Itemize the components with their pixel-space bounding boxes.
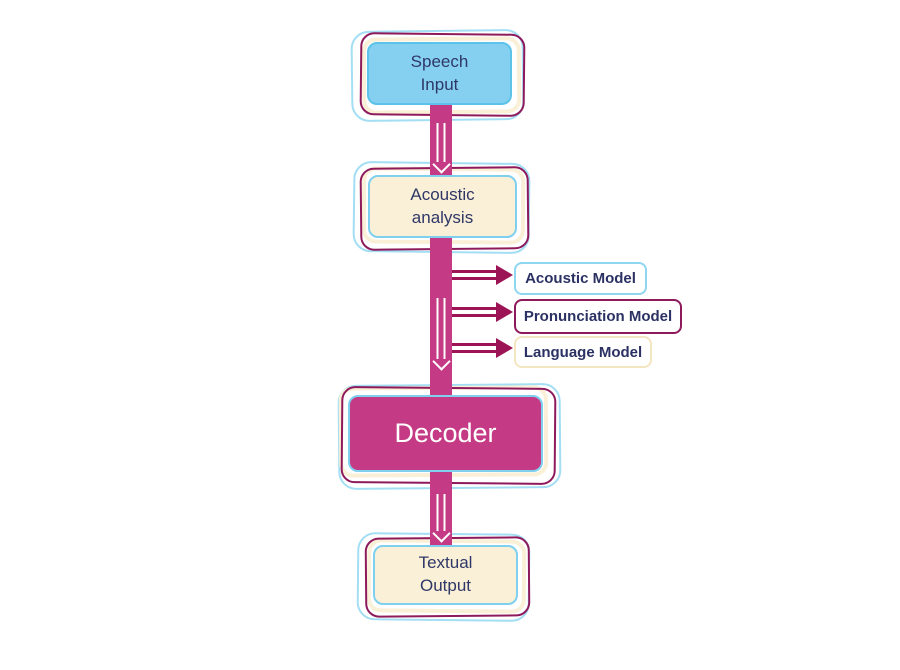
textual-output-box: Textual Output [373, 545, 518, 605]
right-arrow-pronunciation-model-icon [452, 302, 513, 322]
speech-input-box: Speech Input [367, 42, 512, 105]
node-pronunciation-model: Pronunciation Model [514, 299, 682, 334]
speech-input-label: Speech Input [410, 51, 469, 94]
node-decoder: Decoder [337, 383, 562, 490]
acoustic-analysis-box: Acoustic analysis [368, 175, 517, 238]
node-textual-output: Textual Output [356, 532, 531, 622]
language-model-label: Language Model [523, 343, 643, 361]
pronunciation-model-label: Pronunciation Model [523, 308, 673, 325]
down-arrow-icon [431, 494, 451, 543]
down-arrow-icon [431, 123, 451, 174]
connector-decoder-to-textual [430, 472, 452, 545]
textual-output-label: Textual Output [418, 553, 473, 595]
decoder-label: Decoder [394, 418, 497, 449]
connector-speech-to-acoustic [430, 105, 452, 175]
decoder-box: Decoder [348, 395, 543, 472]
node-speech-input: Speech Input [350, 28, 526, 123]
down-arrow-icon [431, 298, 451, 371]
right-arrow-language-model-icon [452, 338, 513, 358]
acoustic-analysis-label: Acoustic analysis [410, 184, 475, 227]
node-acoustic-model: Acoustic Model [514, 262, 647, 295]
node-acoustic-analysis: Acoustic analysis [352, 160, 531, 255]
right-arrow-acoustic-model-icon [452, 265, 513, 285]
node-language-model: Language Model [514, 336, 652, 368]
acoustic-model-label: Acoustic Model [525, 270, 636, 287]
connector-acoustic-to-decoder [430, 238, 452, 395]
